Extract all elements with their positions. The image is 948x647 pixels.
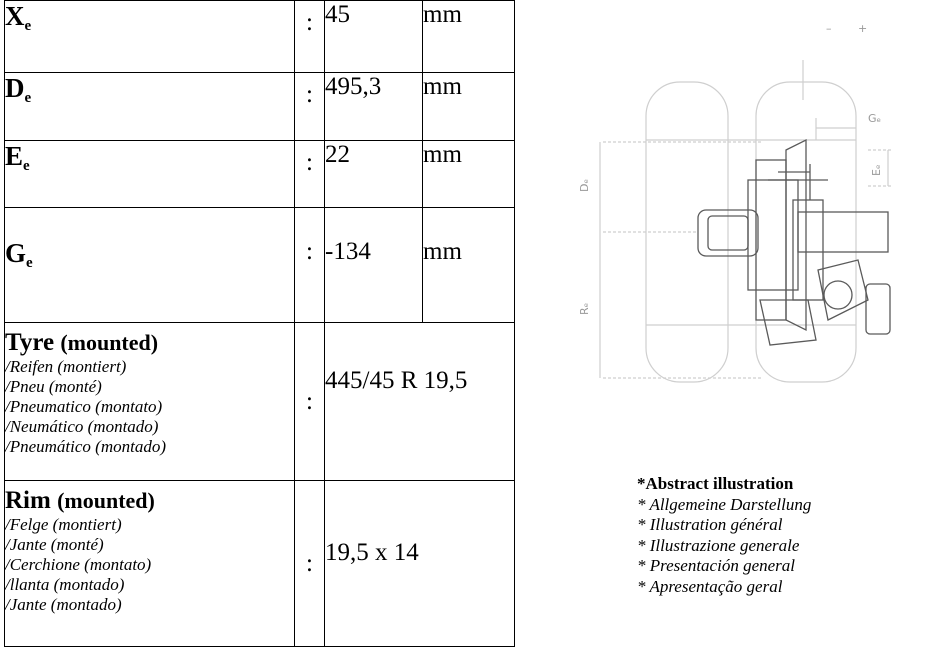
rim-title: Rim (mounted) [5, 487, 155, 514]
symbol-label: Xe [5, 1, 32, 34]
colon-cell: : [294, 480, 325, 647]
translation-line: /Neumático (montado) [5, 417, 159, 436]
translation-line: /Felge (montiert) [5, 515, 122, 534]
colon: : [306, 238, 313, 265]
symbol-label: Ge [5, 238, 33, 271]
value-cell: 45 [324, 0, 423, 73]
colon: : [306, 549, 313, 577]
spec-table: Xe : 45 mm De : 495,3 mm Ee : 22 mm Ge :… [4, 0, 515, 647]
unit-cell: mm [422, 207, 515, 323]
unit-cell: mm [422, 72, 515, 141]
colon-cell: : [294, 72, 325, 141]
caption-line: * Illustration général [637, 515, 783, 534]
plus-label: + [858, 22, 867, 35]
de-label: Dₑ [578, 179, 591, 192]
spec-row-xe: Xe : 45 mm [4, 0, 515, 73]
caption-line: * Presentación general [637, 556, 795, 575]
symbol-label: De [5, 73, 32, 106]
value-cell: -134 [324, 207, 423, 323]
unit-cell: mm [422, 140, 515, 208]
ee-label: Eₑ [870, 164, 883, 176]
label-cell: Tyre (mounted) /Reifen (montiert) /Pneu … [4, 322, 295, 481]
translation-line: /Pneumatico (montato) [5, 397, 163, 416]
dimension-labels: – + Gₑ Dₑ Eₑ Rₑ [578, 22, 883, 315]
translation-line: /Cerchione (montato) [5, 555, 152, 574]
colon-cell: : [294, 322, 325, 481]
caption-line: * Allgemeine Darstellung [637, 494, 812, 514]
spec-row-ee: Ee : 22 mm [4, 140, 515, 208]
ge-label: Gₑ [868, 112, 881, 125]
translation-line: /Jante (monté) [5, 535, 104, 554]
re-label: Rₑ [578, 303, 591, 315]
symbol-label: Ee [5, 141, 30, 174]
tyre-value: 445/45 R 19,5 [324, 322, 515, 481]
colon: : [306, 9, 313, 36]
spec-row-tyre: Tyre (mounted) /Reifen (montiert) /Pneu … [4, 322, 515, 481]
value-cell: 22 [324, 140, 423, 208]
label-cell: Ge [4, 207, 295, 323]
colon-cell: : [294, 0, 325, 73]
label-cell: Rim (mounted) /Felge (montiert) /Jante (… [4, 480, 295, 647]
translation-line: /Reifen (montiert) [5, 357, 127, 376]
tyre-title: Tyre (mounted) [5, 329, 159, 356]
spec-row-de: De : 495,3 mm [4, 72, 515, 141]
hub-assembly-icon [697, 138, 891, 346]
caption-line: * Apresentação geral [637, 576, 783, 596]
spec-row-rim: Rim (mounted) /Felge (montiert) /Jante (… [4, 480, 515, 647]
colon: : [306, 81, 313, 108]
translation-line: /llanta (montado) [5, 575, 125, 594]
label-cell: De [4, 72, 295, 141]
spec-row-ge: Ge : -134 mm [4, 207, 515, 323]
translation-line: /Jante (montado) [5, 595, 122, 614]
label-cell: Xe [4, 0, 295, 73]
label-cell: Ee [4, 140, 295, 208]
colon: : [306, 387, 313, 415]
axle-illustration: – + Gₑ Dₑ Eₑ Rₑ [578, 22, 893, 383]
value-cell: 495,3 [324, 72, 423, 141]
colon-cell: : [294, 140, 325, 208]
rim-value: 19,5 x 14 [324, 480, 515, 647]
translation-line: /Pneu (monté) [5, 377, 102, 396]
illustration-caption: *Abstract illustration * Allgemeine Dars… [637, 474, 811, 597]
translation-line: /Pneumático (montado) [5, 437, 166, 456]
minus-label: – [826, 22, 832, 35]
unit-cell: mm [422, 0, 515, 73]
colon-cell: : [294, 207, 325, 323]
caption-line: * Illustrazione generale [637, 535, 800, 555]
caption-title: *Abstract illustration [637, 474, 794, 493]
colon: : [306, 149, 313, 176]
